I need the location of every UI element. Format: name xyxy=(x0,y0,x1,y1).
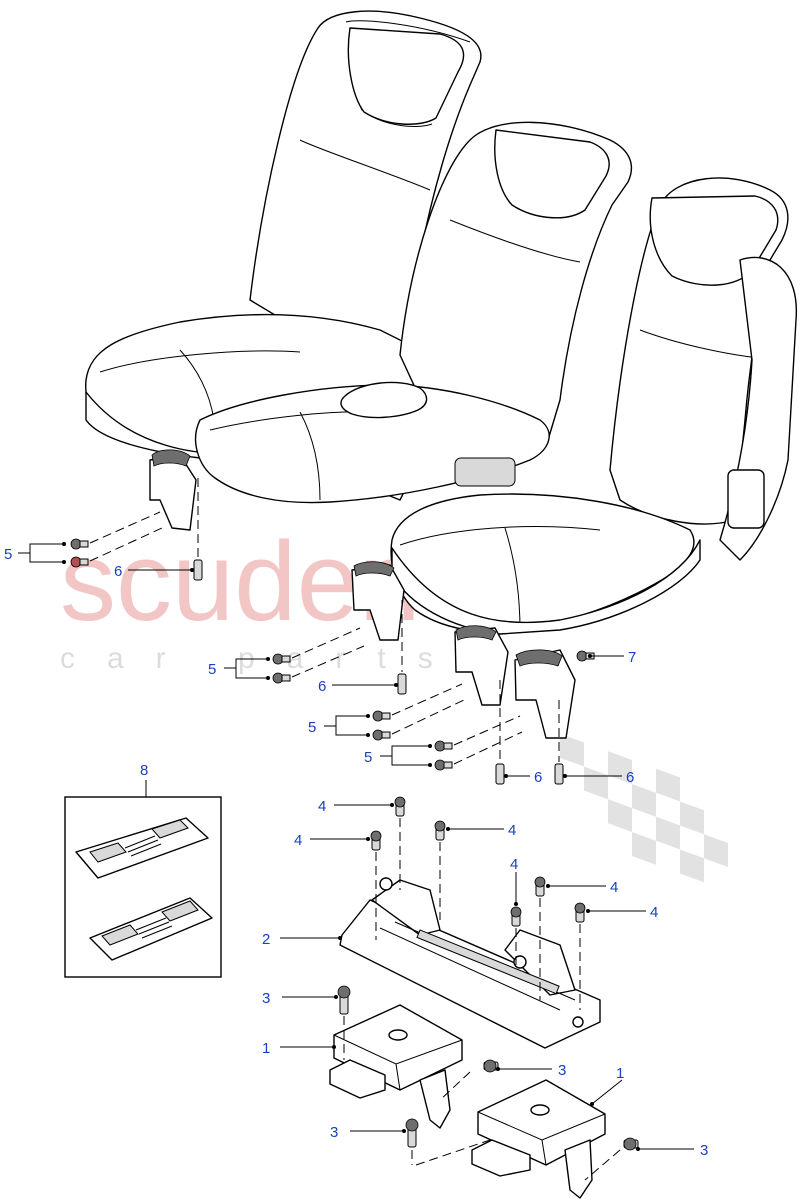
callout-6: 6 xyxy=(318,678,326,695)
callout-1: 1 xyxy=(262,1040,270,1057)
inset-cover-box xyxy=(64,796,222,978)
callout-4: 4 xyxy=(318,798,326,815)
checkered-flag-icon xyxy=(560,733,728,883)
callout-6: 6 xyxy=(114,563,122,580)
callout-4: 4 xyxy=(610,879,618,896)
callout-8: 8 xyxy=(140,762,148,779)
callout-5: 5 xyxy=(364,749,372,766)
rear-seat-row xyxy=(85,10,797,739)
callout-1: 1 xyxy=(616,1065,624,1082)
seat-fasteners xyxy=(70,538,595,785)
callout-3: 3 xyxy=(330,1124,338,1141)
mounting-bracket-right xyxy=(405,1079,639,1199)
callout-5: 5 xyxy=(4,546,12,563)
callout-5: 5 xyxy=(308,719,316,736)
mounting-bracket-left xyxy=(329,985,499,1129)
callout-4: 4 xyxy=(294,832,302,849)
callout-6: 6 xyxy=(626,769,634,786)
callout-6: 6 xyxy=(534,769,542,786)
callout-4: 4 xyxy=(510,856,518,873)
assembly-lines xyxy=(89,478,560,765)
callouts: 5 6 5 6 5 5 6 6 7 8 4 4 4 4 4 4 2 3 1 3 … xyxy=(4,546,708,1159)
callout-5: 5 xyxy=(208,661,216,678)
callout-4: 4 xyxy=(508,822,516,839)
callout-3: 3 xyxy=(700,1142,708,1159)
seat-base-frame xyxy=(339,877,601,1049)
callout-7: 7 xyxy=(628,649,636,666)
callout-3: 3 xyxy=(558,1062,566,1079)
callout-3: 3 xyxy=(262,990,270,1007)
leader-lines xyxy=(18,542,694,1151)
frame-bolts xyxy=(370,796,586,1010)
callout-4: 4 xyxy=(650,904,658,921)
callout-2: 2 xyxy=(262,931,270,948)
